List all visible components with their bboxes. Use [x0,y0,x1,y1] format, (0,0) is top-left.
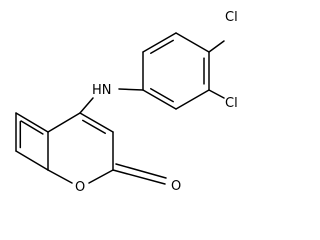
amine-label: HN [92,83,112,98]
double-bond-inner [150,39,174,55]
bond [15,112,49,133]
chloro-label-right: Cl [225,96,238,111]
bond [142,32,177,53]
bonds [15,32,225,185]
double-bond-inner [150,87,174,103]
chloro-bond [208,89,225,99]
bond [175,32,210,53]
amine-bond [79,97,94,114]
double-bond-inner [20,120,44,135]
ring-oxygen-label: O [75,180,85,195]
chemical-structure: HN Cl Cl O O [15,10,238,195]
double-bond-inner [82,119,106,135]
bond [15,150,49,171]
carbonyl-bond [112,169,166,185]
bond [142,89,177,110]
carbonyl-double-bond [115,163,167,179]
bond [47,169,73,184]
bond [175,89,210,110]
chloro-bond [208,40,225,53]
bond [47,112,81,133]
bond [79,112,114,133]
carbonyl-oxygen-label: O [171,179,181,194]
chloro-label-top: Cl [225,10,238,25]
amine-bond [118,88,144,91]
bond [88,169,114,184]
atom-labels: HN Cl Cl O O [75,10,238,195]
